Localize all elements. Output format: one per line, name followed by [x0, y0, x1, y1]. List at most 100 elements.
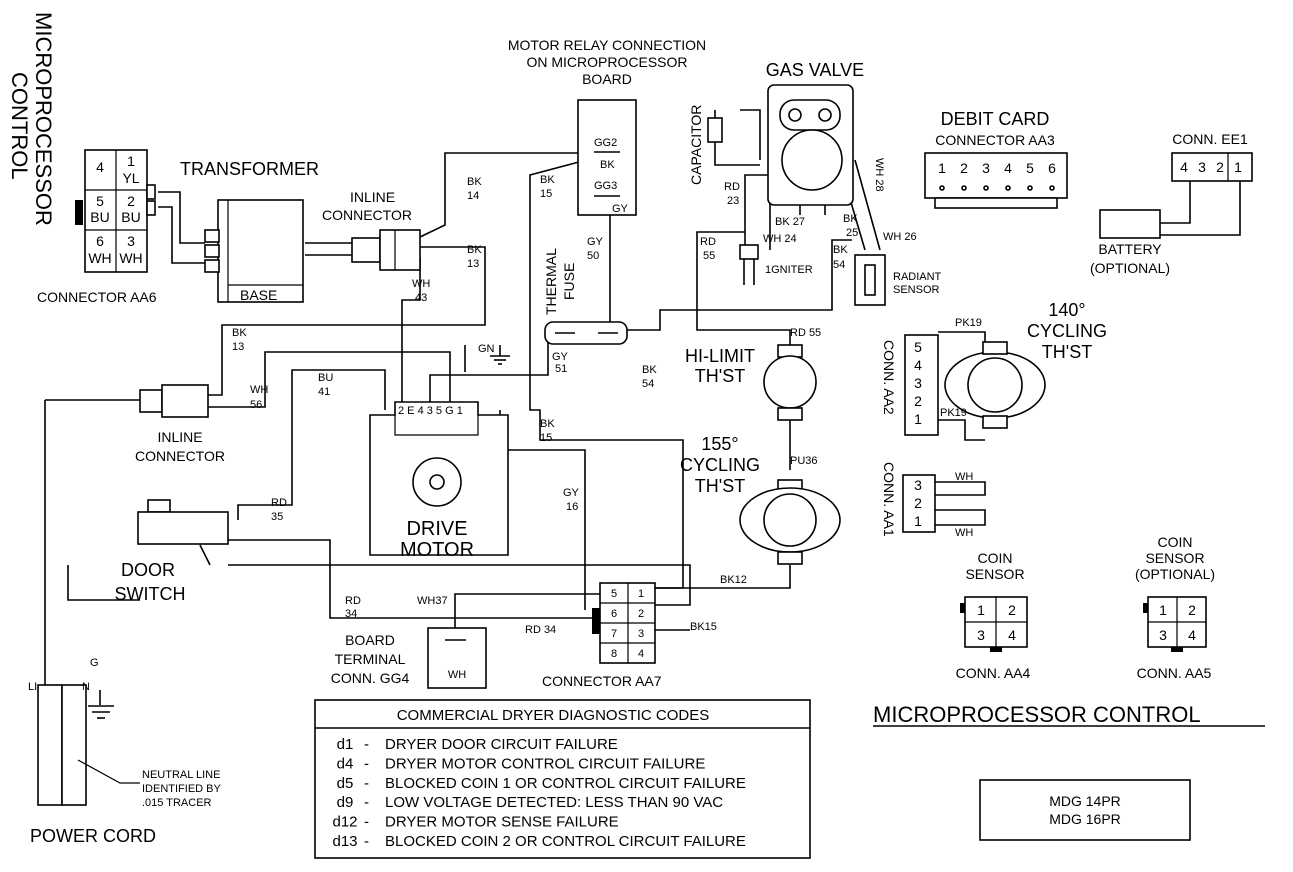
svg-text:TH'ST: TH'ST [1042, 342, 1092, 362]
power-cord-label: POWER CORD [30, 826, 156, 846]
svg-text:155°: 155° [701, 434, 738, 454]
motor-pins: 2 E 4 3 5 G 1 [398, 405, 463, 417]
svg-text:DEBIT CARD: DEBIT CARD [941, 109, 1050, 129]
svg-text:13: 13 [467, 258, 479, 270]
svg-text:WH 28: WH 28 [873, 158, 885, 192]
relay-gy: GY [612, 203, 629, 215]
svg-text:25: 25 [846, 227, 858, 239]
svg-text:BK: BK [642, 364, 657, 376]
svg-text:34: 34 [345, 608, 357, 620]
aa3-pin-hole [1005, 185, 1011, 191]
relay-gg3: GG3 [594, 180, 617, 192]
coin-sensor-aa5: COIN SENSOR (OPTIONAL) CONN. AA5 [1135, 534, 1215, 681]
svg-text:GY: GY [587, 236, 604, 248]
diag-text: DRYER DOOR CIRCUIT FAILURE [385, 736, 618, 753]
svg-text:TH'ST: TH'ST [695, 366, 745, 386]
svg-text:2: 2 [638, 608, 644, 620]
transformer: TRANSFORMER BASE [180, 159, 319, 303]
svg-text:SWITCH: SWITCH [115, 584, 186, 604]
svg-text:COIN: COIN [1158, 534, 1193, 550]
svg-text:PK19: PK19 [940, 407, 967, 419]
svg-text:16: 16 [566, 501, 578, 513]
svg-text:BK: BK [843, 213, 858, 225]
svg-text:WH37: WH37 [417, 595, 448, 607]
svg-text:RD: RD [271, 497, 287, 509]
svg-text:50: 50 [587, 250, 599, 262]
transformer-label: TRANSFORMER [180, 159, 319, 179]
diagnostic-table: COMMERCIAL DRYER DIAGNOSTIC CODES [314, 699, 811, 859]
svg-text:WH: WH [955, 527, 973, 539]
svg-text:BATTERY: BATTERY [1098, 241, 1162, 257]
svg-text:BK: BK [540, 418, 555, 430]
cycling-thermostat-140: 140° CYCLING TH'ST [944, 300, 1107, 429]
svg-text:51: 51 [555, 363, 567, 375]
aa6-pin-6-color: WH [88, 250, 111, 266]
aa5-pin-2: 2 [1188, 602, 1196, 618]
svg-text:5: 5 [611, 588, 617, 600]
svg-text:41: 41 [318, 386, 330, 398]
svg-text:4: 4 [638, 648, 644, 660]
aa1-pin-1: 1 [914, 513, 922, 529]
conn-aa1: CONN. AA1 [881, 462, 936, 537]
svg-text:RD 55: RD 55 [790, 327, 821, 339]
svg-text:CONN. GG4: CONN. GG4 [331, 670, 410, 686]
aa2-pin-2: 2 [914, 393, 922, 409]
svg-text:ON MICROPROCESSOR: ON MICROPROCESSOR [526, 54, 687, 70]
svg-text:SENSOR: SENSOR [965, 566, 1024, 582]
aa6-pin-6: 6 [96, 233, 104, 249]
aa5-pin-1: 1 [1159, 602, 1167, 618]
connector-aa6-label: CONNECTOR AA6 [37, 289, 157, 305]
svg-text:MOTOR: MOTOR [400, 539, 474, 561]
aa4-pin-4: 4 [1008, 627, 1016, 643]
svg-text:WH: WH [250, 384, 268, 396]
aa4-pin-1: 1 [977, 602, 985, 618]
svg-text:CONN. AA2: CONN. AA2 [881, 340, 897, 415]
diag-sep: - [364, 775, 369, 792]
svg-text:14: 14 [467, 190, 479, 202]
diag-sep: - [364, 794, 369, 811]
aa3-pin-2: 2 [960, 160, 968, 176]
aa3-pin-6: 6 [1048, 160, 1056, 176]
diag-code: d13 [332, 833, 357, 850]
thermal-fuse: THERMAL FUSE [543, 248, 628, 345]
aa6-pin-1-color: YL [122, 170, 139, 186]
svg-text:56: 56 [250, 399, 262, 411]
svg-text:FUSE: FUSE [561, 263, 577, 300]
motor-relay: MOTOR RELAY CONNECTION ON MICROPROCESSOR… [508, 37, 706, 216]
model-1: MDG 14PR [1049, 793, 1121, 809]
ee1-pin-1: 1 [1234, 159, 1242, 175]
svg-text:INLINE: INLINE [157, 429, 202, 445]
diag-text: LOW VOLTAGE DETECTED: LESS THAN 90 VAC [385, 794, 723, 811]
aa5-pin-4: 4 [1188, 627, 1196, 643]
svg-text:INLINE: INLINE [350, 189, 395, 205]
gn-ground: GN [478, 343, 510, 365]
hi-limit-thermostat: HI-LIMIT TH'ST [685, 344, 817, 421]
svg-text:WH 26: WH 26 [883, 231, 917, 243]
svg-text:MOTOR RELAY CONNECTION: MOTOR RELAY CONNECTION [508, 37, 706, 53]
svg-text:BK: BK [467, 176, 482, 188]
wires [44, 109, 1241, 805]
coin-sensor-aa4: COIN SENSOR CONN. AA4 [956, 550, 1031, 681]
aa3-pin-1: 1 [938, 160, 946, 176]
aa3-pin-hole [939, 185, 945, 191]
inline-connector-top: INLINE CONNECTOR [322, 189, 421, 271]
gas-valve: GAS VALVE CAPACITOR [688, 60, 864, 215]
power-cord: LI N G NEUTRAL LINE IDENTIFIED BY .015 T… [28, 657, 222, 846]
drive-motor: 2 E 4 3 5 G 1 DRIVE MOTOR [369, 401, 509, 561]
svg-text:TERMINAL: TERMINAL [335, 651, 406, 667]
left-vertical-title: MICROPROCESSOR CONTROL [7, 12, 56, 226]
svg-text:SENSOR: SENSOR [893, 284, 940, 296]
svg-text:43: 43 [415, 292, 427, 304]
svg-text:23: 23 [727, 195, 739, 207]
aa6-pin-2-color: BU [121, 209, 140, 225]
svg-text:.015 TRACER: .015 TRACER [142, 797, 212, 809]
diag-sep: - [364, 833, 369, 850]
aa6-pin-2: 2 [127, 193, 135, 209]
debit-card-connector: DEBIT CARD CONNECTOR AA3 [924, 109, 1068, 209]
aa3-pin-hole [983, 185, 989, 191]
svg-text:THERMAL: THERMAL [543, 248, 559, 315]
capacitor-label: CAPACITOR [688, 105, 704, 185]
aa4-pin-3: 3 [977, 627, 985, 643]
